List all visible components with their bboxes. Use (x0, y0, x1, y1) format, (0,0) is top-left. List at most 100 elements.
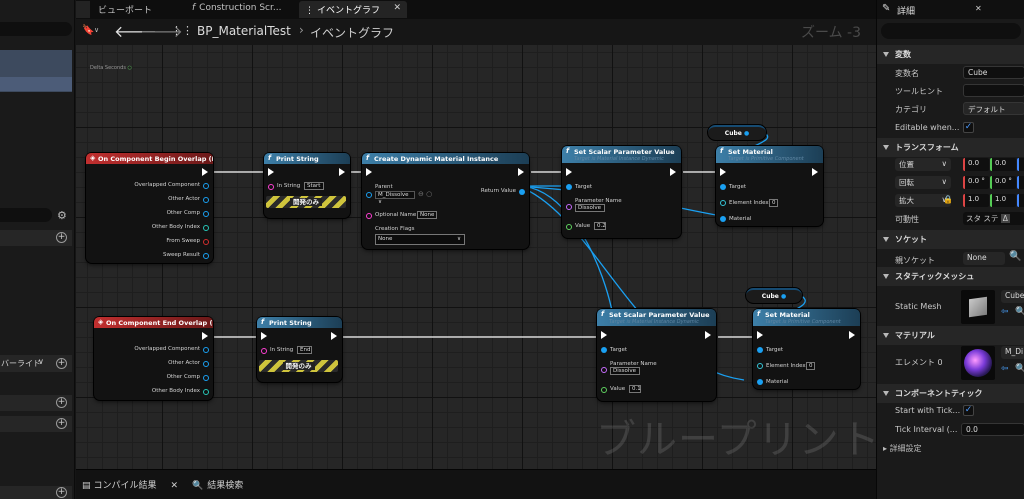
parameter-name-input[interactable]: Dissolve (610, 367, 640, 375)
bool-pin[interactable] (203, 239, 209, 245)
bookmark-icon[interactable]: 🔖 (82, 25, 95, 36)
section-component-tick[interactable]: コンポーネントティック (877, 384, 1024, 403)
creation-flags-dropdown[interactable]: None∨ (375, 234, 465, 245)
chevron-down-icon[interactable]: ∨ (38, 357, 44, 366)
back-arrow-icon[interactable]: 🡐 (114, 22, 157, 41)
rotation-z-field[interactable] (1017, 176, 1024, 189)
override-dropdown[interactable]: バーライド (1, 359, 41, 368)
cube-variable-node[interactable]: Cube ● (746, 288, 802, 303)
exec-in-pin[interactable] (757, 331, 763, 339)
exec-out-pin[interactable] (812, 168, 818, 176)
location-y-field[interactable]: 0.0 (990, 158, 1016, 171)
close-icon[interactable]: ✕ (170, 481, 179, 491)
exec-out-pin[interactable] (202, 332, 208, 340)
exec-out-pin[interactable] (202, 168, 208, 176)
macros-section[interactable]: + (0, 395, 72, 411)
lock-icon[interactable]: 🔒 (943, 195, 953, 204)
section-transform[interactable]: トランスフォーム (877, 138, 1024, 157)
target-pin[interactable] (720, 184, 726, 190)
rotation-dropdown[interactable]: 回転∨ (895, 176, 951, 189)
forward-arrow-icon[interactable]: 🡒 (140, 22, 183, 41)
string-pin[interactable] (261, 348, 267, 354)
section-materials[interactable]: マテリアル (877, 326, 1024, 345)
parent-socket-input[interactable]: None (963, 252, 1005, 265)
int-pin[interactable] (203, 389, 209, 395)
name-pin[interactable] (566, 204, 572, 210)
event-begin-overlap-node[interactable]: ◈On Component Begin Overlap (Box) Overla… (86, 153, 213, 263)
object-pin[interactable] (366, 192, 372, 198)
cube-variable-node[interactable]: Cube ● (708, 125, 766, 140)
exec-in-pin[interactable] (566, 168, 572, 176)
rotation-y-field[interactable]: 0.0 ° (990, 176, 1016, 189)
in-string-input[interactable]: End (297, 346, 312, 354)
add-dispatcher-icon[interactable]: + (56, 487, 67, 498)
element-index-input[interactable]: 0 (769, 199, 778, 207)
int-pin[interactable] (203, 225, 209, 231)
location-dropdown[interactable]: 位置∨ (895, 158, 951, 171)
parameter-name-input[interactable]: Dissolve (575, 204, 605, 212)
editable-checkbox[interactable]: ✓ (963, 122, 974, 133)
return-value-pin[interactable] (519, 189, 525, 195)
variables-section[interactable]: + (0, 416, 72, 432)
struct-pin[interactable] (203, 253, 209, 259)
scale-x-field[interactable]: 1.0 (963, 194, 989, 207)
mobility-selector[interactable]: スタ ステ Δ (963, 212, 1024, 225)
tick-interval-input[interactable]: 0.0 (961, 423, 1024, 436)
exec-out-pin[interactable] (849, 331, 855, 339)
add-function-icon[interactable]: + (56, 358, 67, 369)
float-pin[interactable] (601, 387, 607, 393)
var-name-input[interactable]: Cube (963, 66, 1024, 79)
scale-dropdown[interactable]: 拡大∨ (895, 194, 951, 207)
search-icon[interactable]: 🔍 (1009, 251, 1022, 262)
material-pin[interactable] (720, 216, 726, 222)
left-search-field-2[interactable] (0, 208, 52, 222)
value-input[interactable]: 0.1 (629, 385, 641, 393)
object-pin[interactable] (203, 361, 209, 367)
float-pin[interactable] (566, 224, 572, 230)
object-pin[interactable] (203, 375, 209, 381)
section-sockets[interactable]: ソケット (877, 230, 1024, 249)
tab-handle[interactable] (76, 1, 90, 18)
location-z-field[interactable] (1017, 158, 1024, 171)
blueprint-graph-canvas[interactable]: Delta Seconds ○ ◈On Component Begin Over… (76, 45, 876, 469)
exec-in-pin[interactable] (268, 168, 274, 176)
object-pin[interactable] (203, 183, 209, 189)
rotation-x-field[interactable]: 0.0 ° (963, 176, 989, 189)
details-search-field[interactable] (881, 23, 1021, 39)
name-pin[interactable] (601, 367, 607, 373)
value-input[interactable]: 0.2 (594, 222, 606, 230)
close-icon[interactable]: ✕ (975, 4, 982, 13)
material-dropdown[interactable]: M_Di (1001, 346, 1024, 359)
graphs-section[interactable]: + (0, 230, 72, 246)
dispatchers-section[interactable]: + (0, 486, 72, 499)
in-string-input[interactable]: Start (304, 182, 324, 190)
exec-in-pin[interactable] (261, 332, 267, 340)
exec-out-pin[interactable] (705, 331, 711, 339)
target-pin[interactable] (601, 347, 607, 353)
optional-name-input[interactable]: None (417, 211, 437, 219)
blueprint-name[interactable]: BP_MaterialTest (197, 24, 291, 38)
add-variable-icon[interactable]: + (56, 418, 67, 429)
browse-icon[interactable]: 🔍 (1015, 307, 1024, 317)
advanced-expander[interactable]: ▸ 詳細設定 (883, 444, 922, 453)
exec-out-pin[interactable] (518, 168, 524, 176)
close-tab-icon[interactable]: ✕ (393, 3, 401, 13)
exec-in-pin[interactable] (366, 168, 372, 176)
tab-find-results[interactable]: 🔍結果検索 (192, 481, 244, 491)
object-pin[interactable] (203, 197, 209, 203)
tooltip-input[interactable] (963, 84, 1024, 97)
exec-out-pin[interactable] (339, 168, 345, 176)
element-index-input[interactable]: 0 (806, 362, 815, 370)
object-pin[interactable] (203, 211, 209, 217)
exec-in-pin[interactable] (720, 168, 726, 176)
tab-compiler-results[interactable]: ▤コンパイル結果✕ (82, 481, 179, 491)
exec-in-pin[interactable] (601, 331, 607, 339)
section-static-mesh[interactable]: スタティックメッシュ (877, 267, 1024, 286)
